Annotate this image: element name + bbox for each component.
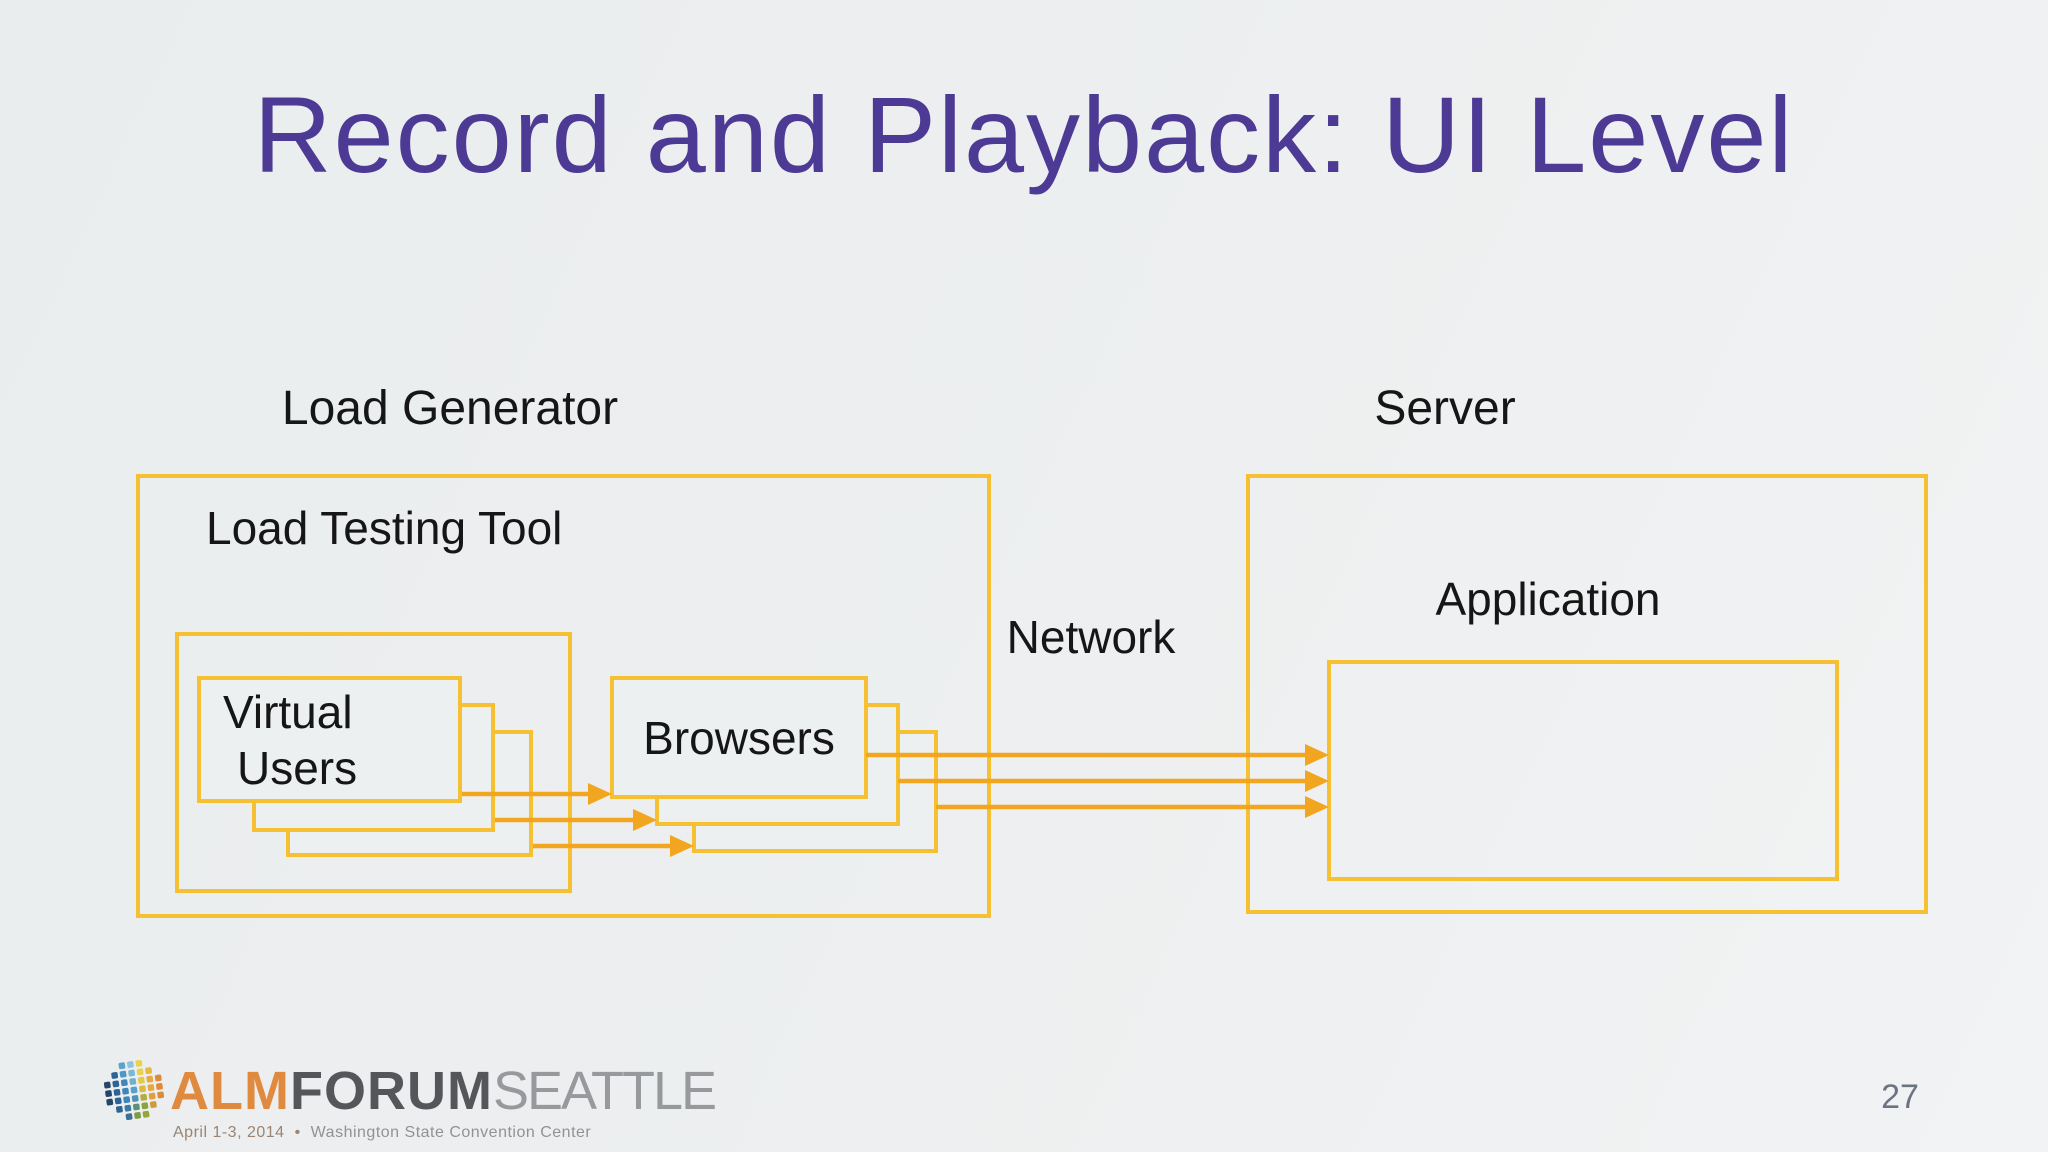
- server-label: Server: [1374, 382, 1516, 435]
- slide-title: Record and Playback: UI Level: [253, 74, 1795, 195]
- load-generator-label: Load Generator: [281, 382, 619, 435]
- load-testing-tool-label: Load Testing Tool: [206, 502, 563, 554]
- tagline-venue: Washington State Convention Center: [310, 1124, 592, 1141]
- application-label: Application: [1435, 573, 1661, 625]
- browsers-label: Browsers: [643, 711, 835, 764]
- virtual-users-label-line2: Users: [237, 741, 358, 794]
- application-box: [1327, 660, 1839, 881]
- alm-globe-logo-icon: [104, 1060, 164, 1120]
- server-box: [1246, 474, 1928, 914]
- browsers-box-front: Browsers: [610, 676, 868, 799]
- tagline-separator: •: [294, 1124, 301, 1141]
- load-testing-tool-box: [136, 474, 991, 918]
- logo-text-seattle: SEATTLE: [492, 1061, 717, 1121]
- logo-wordmark: ALMFORUMSEATTLE: [170, 1061, 717, 1121]
- virtual-users-box-front: Virtual Users: [197, 676, 462, 803]
- logo-tagline: April 1-3, 2014 • Washington State Convent…: [173, 1124, 591, 1142]
- logo-text-alm: ALM: [170, 1061, 290, 1121]
- alm-forum-logo: ALMFORUMSEATTLE April 1-3, 2014 • Washingt…: [104, 1056, 744, 1148]
- virtual-users-label-line1: Virtual: [223, 685, 353, 738]
- tagline-date: April 1-3, 2014: [173, 1124, 285, 1141]
- network-label: Network: [1006, 611, 1176, 663]
- logo-text-forum: FORUM: [289, 1061, 493, 1121]
- virtual-users-group-box: [175, 632, 572, 893]
- page-number: 27: [1881, 1078, 1919, 1116]
